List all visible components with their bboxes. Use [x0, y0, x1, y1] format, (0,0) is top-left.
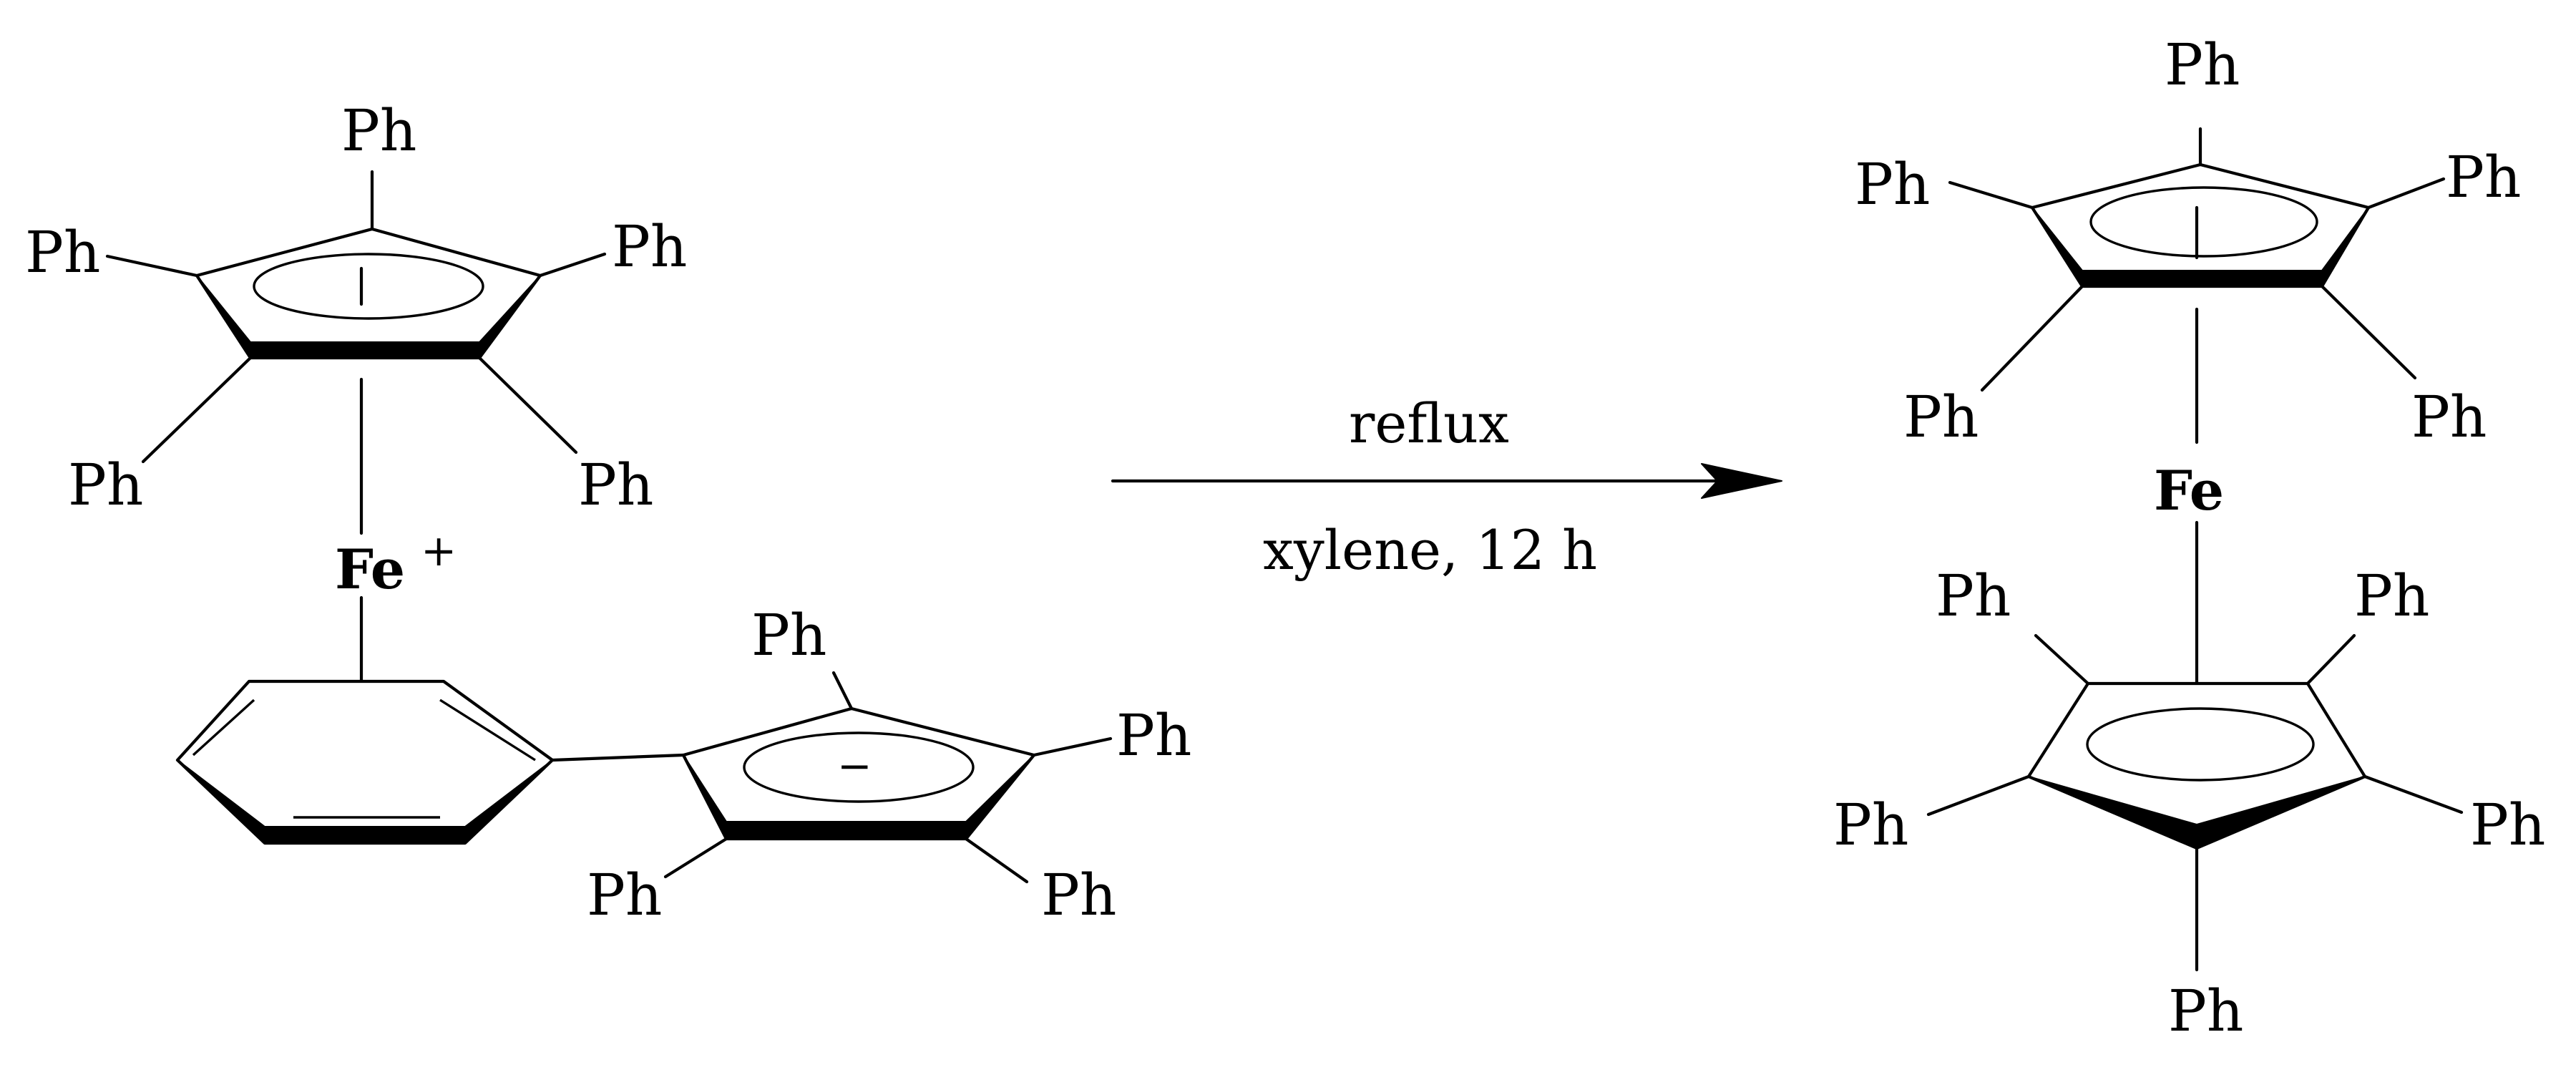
reactant-ph-anion-top: Ph [751, 602, 826, 668]
product-ph-top: Ph [2165, 31, 2240, 98]
reactant-ph-anion-right: Ph [1116, 702, 1191, 769]
reaction-arrow-group: reflux xylene, 12 h [1111, 391, 1782, 582]
reactant-ph-anion-bottom-left: Ph [587, 862, 662, 928]
product-ph-lower-left: Ph [1833, 792, 1908, 858]
condition-above-arrow: reflux [1349, 391, 1509, 455]
reactant-ph-bottom-left: Ph [68, 452, 143, 518]
product-bottom-cp-ring [1926, 633, 2464, 972]
reactant-top-cp-ring [105, 170, 607, 464]
reactant-complex: Ph Ph Ph Ph Ph Fe + − Ph [25, 97, 1191, 928]
product-top-cp-ring [1948, 127, 2446, 392]
product-ph-lower-right: Ph [2470, 792, 2545, 858]
product-ph-top-left: Ph [1855, 151, 1930, 218]
product-ph-upper-bottom-right: Ph [2411, 384, 2487, 450]
reactant-fe-label: Fe [335, 538, 405, 601]
condition-below-arrow: xylene, 12 h [1263, 518, 1597, 582]
reaction-arrowhead [1701, 463, 1782, 499]
reactant-anionic-cp-ring [663, 671, 1113, 884]
product-complex: Ph Ph Ph Ph Ph Fe Ph Ph Ph Ph Ph [1833, 31, 2545, 1044]
reactant-cp-ring-charge: − [837, 741, 872, 790]
reactant-ph-anion-bottom-right: Ph [1041, 862, 1116, 928]
product-ph-top-right: Ph [2446, 144, 2521, 210]
product-ph-lower-top-right: Ph [2354, 563, 2429, 629]
product-ph-upper-bottom-left: Ph [1903, 384, 1979, 450]
product-fe-label: Fe [2154, 459, 2224, 522]
product-ph-lower-top-left: Ph [1936, 563, 2011, 629]
reactant-ph-top-right: Ph [612, 213, 687, 280]
reactant-arene-ring [175, 679, 686, 845]
reactant-fe-charge: + [421, 526, 457, 576]
reactant-ph-top-left: Ph [25, 219, 100, 286]
reactant-ph-bottom-right: Ph [578, 452, 653, 518]
product-ph-bottom: Ph [2168, 978, 2243, 1044]
reactant-ph-top: Ph [341, 97, 416, 164]
